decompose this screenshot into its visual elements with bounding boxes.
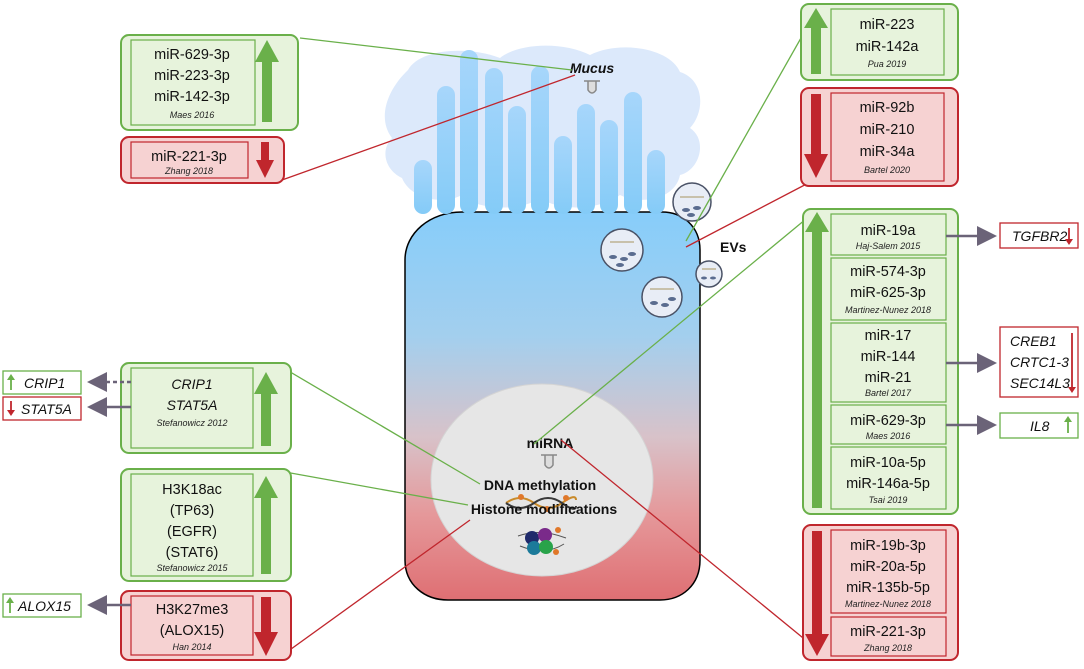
nucleosome-icon bbox=[517, 527, 567, 555]
target-gene-label: IL8 bbox=[1030, 418, 1050, 434]
mirna-item: miR-144 bbox=[861, 349, 916, 365]
crip1-target: CRIP1 bbox=[2, 370, 82, 395]
alox15-target: ALOX15 bbox=[2, 593, 82, 618]
mirna-item: miR-34a bbox=[860, 144, 916, 160]
methylated-gene: CRIP1 bbox=[171, 376, 212, 392]
reference-label: Martinez-Nunez 2018 bbox=[845, 305, 931, 315]
histone-modifications-label: Histone modifications bbox=[471, 501, 617, 517]
reference-label: Maes 2016 bbox=[170, 110, 215, 120]
mirna-item: miR-142-3p bbox=[154, 89, 230, 105]
down-arrow-icon bbox=[804, 94, 828, 178]
dna-helix-icon bbox=[505, 494, 577, 512]
down-arrow-icon bbox=[256, 142, 274, 178]
creb1-crtc-sec14l3-target: CREB1 CRTC1-3 SEC14L3 bbox=[999, 326, 1079, 398]
mucin-icon bbox=[584, 80, 600, 94]
down-arrow-icon bbox=[254, 597, 278, 656]
target-arrows bbox=[946, 226, 997, 435]
mirna-item: miR-223-3p bbox=[154, 68, 230, 84]
tgfbr2-target: TGFBR2 bbox=[999, 222, 1079, 249]
up-arrow-icon bbox=[254, 476, 278, 574]
target-gene-label: CREB1 bbox=[1010, 333, 1057, 349]
nucleus bbox=[430, 383, 654, 577]
histone-upregulated-box: H3K18ac (TP63) (EGFR) (STAT6) Stefanowic… bbox=[120, 468, 292, 582]
methylated-gene: STAT5A bbox=[167, 397, 218, 413]
histone-mark: H3K27me3 bbox=[156, 602, 229, 618]
mirna-item: miR-142a bbox=[856, 39, 920, 55]
reference-label: Martinez-Nunez 2018 bbox=[845, 599, 931, 609]
histone-mark: H3K18ac bbox=[162, 482, 222, 498]
mirna-item: miR-92b bbox=[860, 100, 915, 116]
dna-methylation-label: DNA methylation bbox=[484, 477, 596, 493]
target-gene-label: TGFBR2 bbox=[1012, 228, 1067, 244]
mirna-item: miR-221-3p bbox=[850, 624, 926, 640]
il8-target: IL8 bbox=[999, 412, 1079, 439]
stat5a-target: STAT5A bbox=[2, 396, 82, 421]
reference-label: Pua 2019 bbox=[868, 59, 907, 69]
mirna-item: miR-19b-3p bbox=[850, 538, 926, 554]
reference-label: Tsai 2019 bbox=[869, 495, 908, 505]
up-arrow-icon bbox=[1064, 416, 1072, 433]
reference-label: Bartel 2020 bbox=[864, 165, 910, 175]
down-arrow-icon bbox=[805, 531, 829, 656]
mirna-icon bbox=[541, 454, 557, 469]
reference-label: Maes 2016 bbox=[866, 431, 911, 441]
mirna-downregulated-box: miR-19b-3p miR-20a-5p miR-135b-5p Martin… bbox=[802, 524, 959, 661]
mirna-item: miR-21 bbox=[865, 370, 912, 386]
down-arrow-icon bbox=[7, 401, 15, 416]
mucus-label: Mucus bbox=[570, 60, 615, 76]
mucus-downregulated-box: miR-221-3p Zhang 2018 bbox=[120, 136, 285, 184]
cilia bbox=[414, 50, 665, 214]
up-arrow-icon bbox=[805, 212, 829, 508]
down-arrow-icon bbox=[1065, 228, 1073, 245]
up-arrow-icon bbox=[7, 374, 15, 390]
up-arrow-icon bbox=[254, 372, 278, 446]
mirna-item: miR-221-3p bbox=[151, 149, 227, 165]
mirna-item: miR-574-3p bbox=[850, 264, 926, 280]
down-arrow-icon bbox=[1068, 333, 1076, 393]
methylation-target-arrows bbox=[87, 372, 131, 417]
reference-label: Bartel 2017 bbox=[865, 388, 912, 398]
target-gene-label: ALOX15 bbox=[17, 598, 71, 614]
histone-gene: (EGFR) bbox=[167, 524, 217, 540]
mirna-item: miR-629-3p bbox=[850, 413, 926, 429]
evs-label: EVs bbox=[720, 239, 747, 255]
mirna-item: miR-625-3p bbox=[850, 285, 926, 301]
mirna-item: miR-10a-5p bbox=[850, 455, 926, 471]
target-gene-label: SEC14L3 bbox=[1010, 375, 1070, 391]
reference-label: Haj-Salem 2015 bbox=[856, 241, 922, 251]
mirna-item: miR-629-3p bbox=[154, 47, 230, 63]
mirna-item: miR-146a-5p bbox=[846, 476, 930, 492]
target-gene-label: STAT5A bbox=[21, 401, 72, 417]
mirna-item: miR-223 bbox=[860, 17, 915, 33]
reference-label: Stefanowicz 2015 bbox=[156, 563, 228, 573]
mirna-upregulated-box: miR-19a Haj-Salem 2015 miR-574-3p miR-62… bbox=[802, 208, 959, 515]
mirna-item: miR-210 bbox=[860, 122, 915, 138]
evs-downregulated-box: miR-92b miR-210 miR-34a Bartel 2020 bbox=[800, 87, 959, 187]
up-arrow-icon bbox=[804, 8, 828, 74]
target-gene-label: CRTC1-3 bbox=[1010, 354, 1069, 370]
methylation-upregulated-box: CRIP1 STAT5A Stefanowicz 2012 bbox=[120, 362, 292, 454]
extracellular-vesicles bbox=[600, 182, 723, 318]
histone-gene: (ALOX15) bbox=[160, 623, 224, 639]
reference-label: Han 2014 bbox=[172, 642, 211, 652]
histone-downregulated-box: H3K27me3 (ALOX15) Han 2014 bbox=[120, 590, 292, 661]
up-arrow-icon bbox=[6, 597, 14, 613]
histone-gene: (TP63) bbox=[170, 503, 214, 519]
reference-label: Zhang 2018 bbox=[164, 166, 213, 176]
mirna-item: miR-135b-5p bbox=[846, 580, 930, 596]
histone-gene: (STAT6) bbox=[166, 545, 219, 561]
reference-label: Zhang 2018 bbox=[863, 643, 912, 653]
up-arrow-icon bbox=[255, 40, 279, 122]
mirna-item: miR-20a-5p bbox=[850, 559, 926, 575]
reference-label: Stefanowicz 2012 bbox=[156, 418, 227, 428]
mirna-item: miR-19a bbox=[861, 223, 917, 239]
mirna-label: miRNA bbox=[527, 435, 574, 451]
target-gene-label: CRIP1 bbox=[24, 375, 65, 391]
mucus-upregulated-box: miR-629-3p miR-223-3p miR-142-3p Maes 20… bbox=[120, 34, 299, 131]
connector-lines bbox=[273, 7, 831, 661]
evs-upregulated-box: miR-223 miR-142a Pua 2019 bbox=[800, 3, 959, 81]
mirna-item: miR-17 bbox=[865, 328, 912, 344]
